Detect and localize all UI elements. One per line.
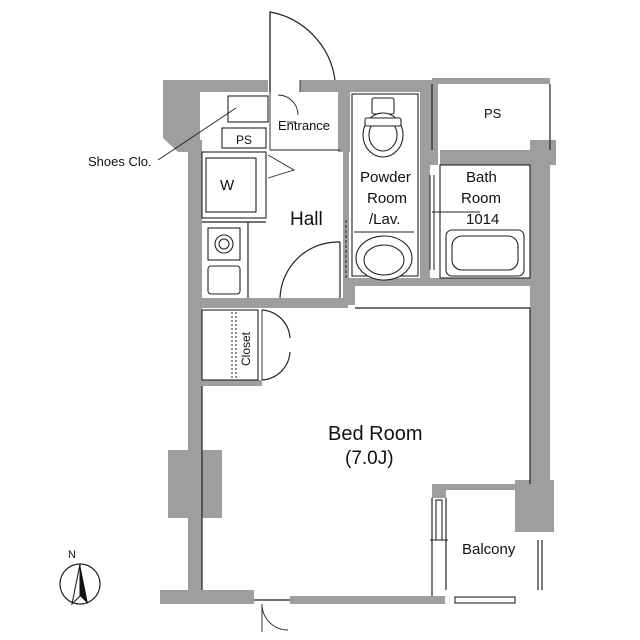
doors [254,11,435,632]
north-arrow-icon: N [59,549,101,606]
label-bedroom-2: (7.0J) [345,448,394,469]
label-north: N [68,549,76,561]
leader-lines [157,107,480,213]
label-hall: Hall [290,209,323,230]
label-bedroom-1: Bed Room [328,423,423,445]
label-powder-room-3: /Lav. [369,211,400,228]
bathtub-icon [445,229,525,277]
label-powder-room-2: Room [367,190,407,207]
label-closet: Closet [239,331,253,366]
room-outlines [201,84,551,604]
toilet-icon [362,97,404,158]
label-ps-entrance: PS [236,133,252,147]
label-powder-room-1: Powder [360,169,411,186]
label-entrance: Entrance [278,118,330,133]
label-balcony: Balcony [462,541,516,558]
label-ps-top: PS [484,106,502,121]
label-washer: W [220,177,235,194]
sink-icon [354,231,414,281]
label-bath-room-1: Bath [466,169,497,186]
label-shoes-closet: Shoes Clo. [88,154,152,169]
label-bath-room-3: 1014 [466,211,499,228]
label-bath-room-2: Room [461,190,501,207]
walls [160,78,556,604]
